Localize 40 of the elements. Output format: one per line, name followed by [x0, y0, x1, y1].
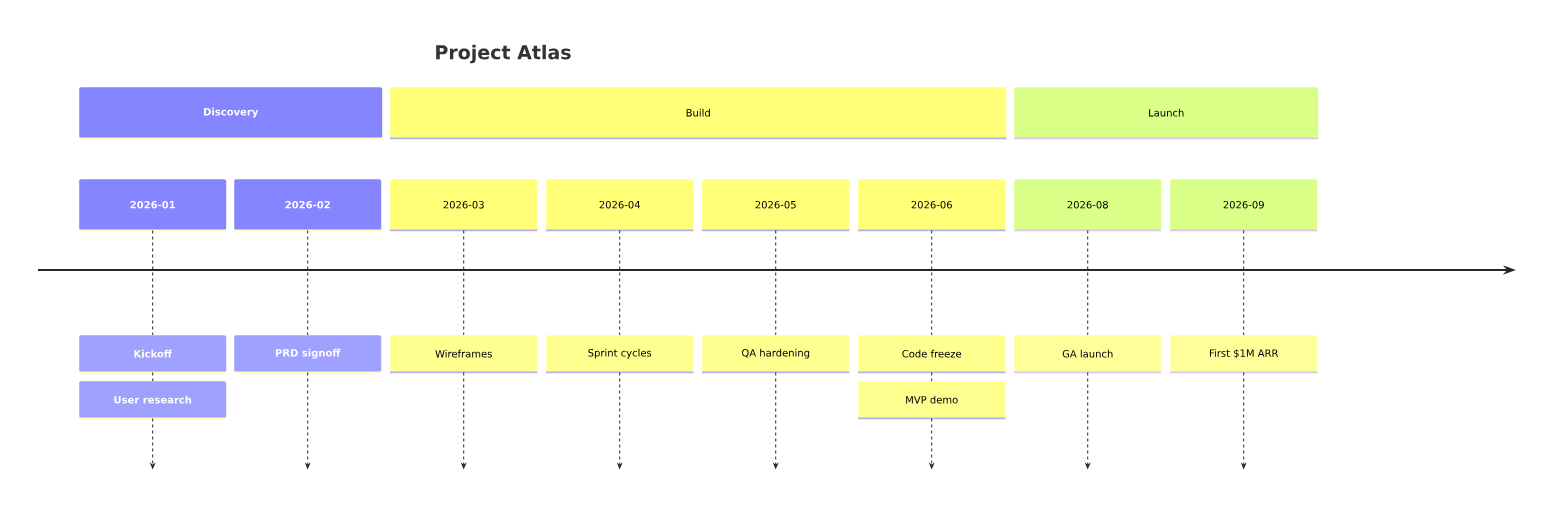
period-box: 2026-08	[1013, 179, 1163, 232]
title: Project Atlas	[436, 44, 571, 64]
timeline-connector	[1243, 229, 1245, 336]
period-box: 2026-03	[389, 179, 539, 232]
event-box: Sprint cycles	[545, 335, 695, 374]
event-box: GA launch	[1013, 335, 1163, 374]
timeline-connector	[931, 371, 933, 382]
event-box: MVP demo	[857, 381, 1007, 420]
period-box: 2026-04	[545, 179, 695, 232]
section-box: Discovery	[78, 87, 384, 140]
timeline-connector	[307, 229, 309, 336]
timeline-connector	[1087, 229, 1089, 336]
section-box: Build	[389, 87, 1008, 140]
timeline-connector	[463, 229, 465, 336]
timeline-connector	[619, 229, 621, 336]
timeline-connector	[305, 371, 311, 469]
timeline-connector	[461, 371, 467, 469]
event-box: PRD signoff	[233, 335, 383, 374]
timeline-connector	[150, 417, 156, 469]
timeline-connector	[1085, 371, 1091, 469]
section-box: Launch	[1013, 87, 1320, 140]
timeline-connector	[1241, 371, 1247, 469]
timeline-connector	[152, 371, 154, 382]
period-box: 2026-05	[701, 179, 851, 232]
event-box: Kickoff	[78, 335, 228, 374]
event-box: Code freeze	[857, 335, 1007, 374]
event-box: First $1M ARR	[1169, 335, 1319, 374]
period-box: 2026-09	[1169, 179, 1319, 232]
timeline-connector	[775, 229, 777, 336]
timeline-connector	[931, 229, 933, 336]
timeline-connector	[152, 229, 154, 336]
period-box: 2026-02	[233, 179, 383, 232]
timeline-connector	[617, 371, 623, 469]
event-box: QA hardening	[701, 335, 851, 374]
event-box: User research	[78, 381, 228, 420]
timeline-connector	[929, 417, 935, 469]
event-box: Wireframes	[389, 335, 539, 374]
period-box: 2026-06	[857, 179, 1007, 232]
timeline-connector	[773, 371, 779, 469]
period-box: 2026-01	[78, 179, 228, 232]
